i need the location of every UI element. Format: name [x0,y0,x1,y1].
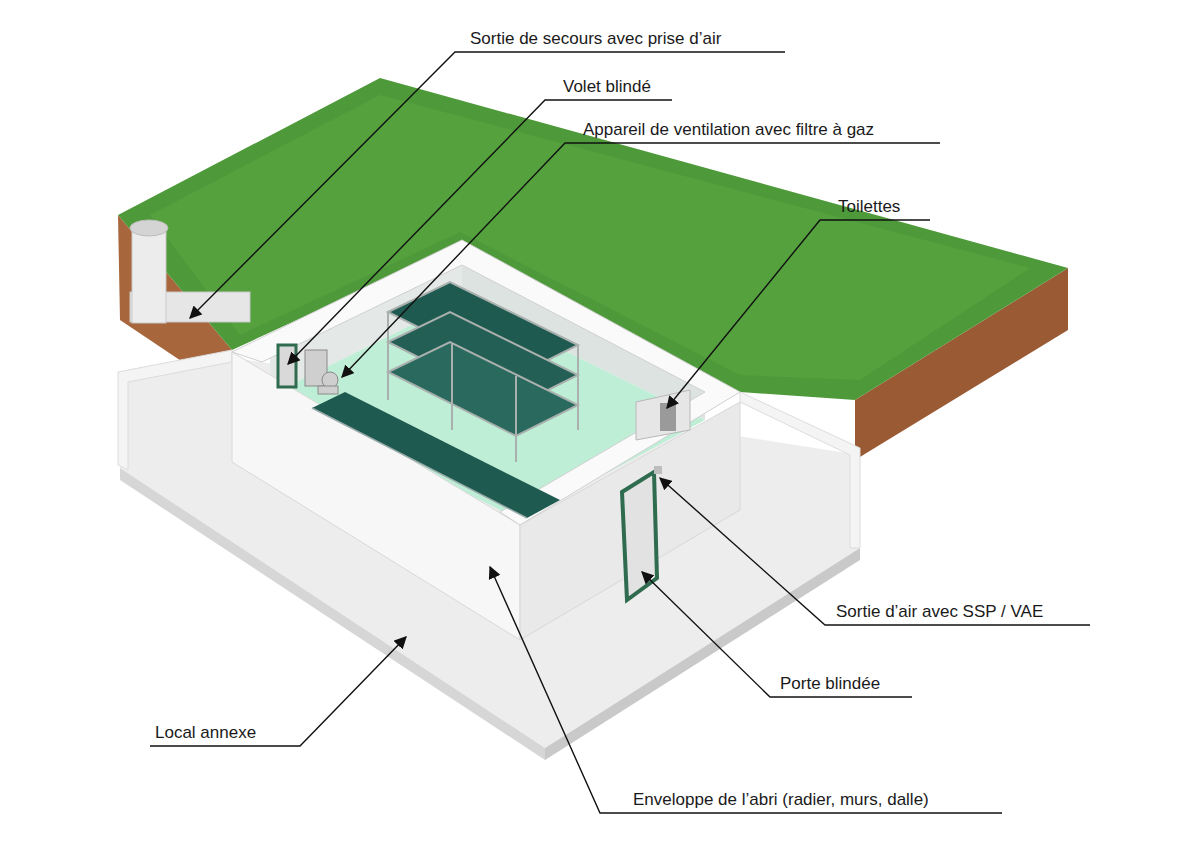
ventilation-unit [305,350,338,394]
callout-label: Volet blindé [563,77,651,97]
callout-label: Sortie de secours avec prise d’air [470,29,721,49]
leader-line [660,478,1090,625]
leader-line [342,143,940,377]
armoured-shutter [278,345,296,387]
annex-wall [118,350,232,470]
bunk-shelf [388,282,578,462]
exit-shaft [132,228,166,323]
toilet-cabin [636,390,690,440]
callout-label: Local annexe [155,723,256,743]
callout-label: Sortie d’air avec SSP / VAE [836,602,1043,622]
callout-label: Porte blindée [780,674,880,694]
air-outlet [654,466,662,474]
callout-label: Enveloppe de l’abri (radier, murs, dalle… [633,790,929,810]
annex-wall [740,392,860,548]
callout-label: Appareil de ventilation avec filtre à ga… [583,120,874,140]
leader-line [642,572,912,697]
leader-line [190,52,785,318]
callout-label: Toilettes [838,197,900,217]
leader-line [150,637,406,746]
leader-line [667,220,930,408]
exit-shaft-top [130,220,168,236]
